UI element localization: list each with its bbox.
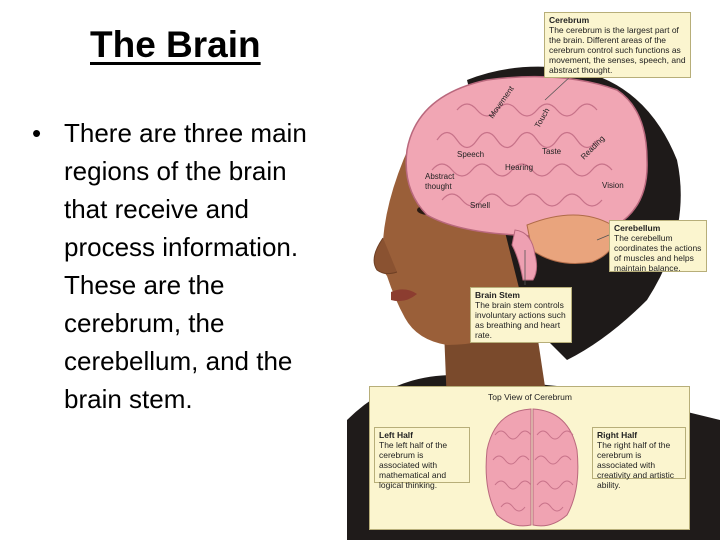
bullet-marker: •	[32, 118, 42, 148]
region-label-smell: Smell	[470, 201, 491, 210]
right-half-callout-body: The right half of the cerebrum is associ…	[597, 440, 674, 490]
region-label-vision: Vision	[602, 181, 624, 190]
cerebrum-callout-body: The cerebrum is the largest part of the …	[549, 25, 686, 75]
left-half-callout-title: Left Half	[379, 430, 413, 440]
top-view-brain	[485, 408, 579, 527]
brain-stem-callout-title: Brain Stem	[475, 290, 520, 300]
brain-figure: Cerebrum The cerebrum is the largest par…	[347, 0, 720, 540]
right-half-callout: Right Half The right half of the cerebru…	[592, 427, 686, 490]
cerebellum-callout: Cerebellum The cerebellum coordinates th…	[609, 220, 707, 273]
region-label-taste: Taste	[542, 147, 562, 156]
left-half-callout-body: The left half of the cerebrum is associa…	[379, 440, 448, 490]
slide-title: The Brain	[90, 24, 261, 65]
cerebrum-callout-title: Cerebrum	[549, 15, 590, 25]
region-label-hearing: Hearing	[505, 163, 534, 172]
region-label-abstract-thought: Abstract thought	[425, 172, 455, 191]
cerebellum-callout-title: Cerebellum	[614, 223, 661, 233]
brain-stem-callout: Brain Stem The brain stem controls invol…	[470, 287, 572, 343]
top-view-panel: Top View of Cerebrum Left Half The left …	[369, 386, 690, 530]
brain-stem-shape	[511, 229, 538, 281]
cerebrum-callout: Cerebrum The cerebrum is the largest par…	[544, 12, 691, 78]
brain-stem-callout-body: The brain stem controls involuntary acti…	[475, 300, 566, 340]
bullet-item: • There are three main regions of the br…	[30, 114, 330, 418]
bullet-list: • There are three main regions of the br…	[30, 114, 330, 418]
region-label-speech: Speech	[457, 150, 485, 159]
cerebrum-shape	[405, 75, 648, 237]
cerebellum-callout-body: The cerebellum coordinates the actions o…	[614, 233, 702, 273]
right-half-callout-title: Right Half	[597, 430, 638, 440]
left-half-callout: Left Half The left half of the cerebrum …	[374, 427, 470, 490]
top-view-title: Top View of Cerebrum	[488, 392, 572, 402]
bullet-text: There are three main regions of the brai…	[64, 118, 307, 414]
